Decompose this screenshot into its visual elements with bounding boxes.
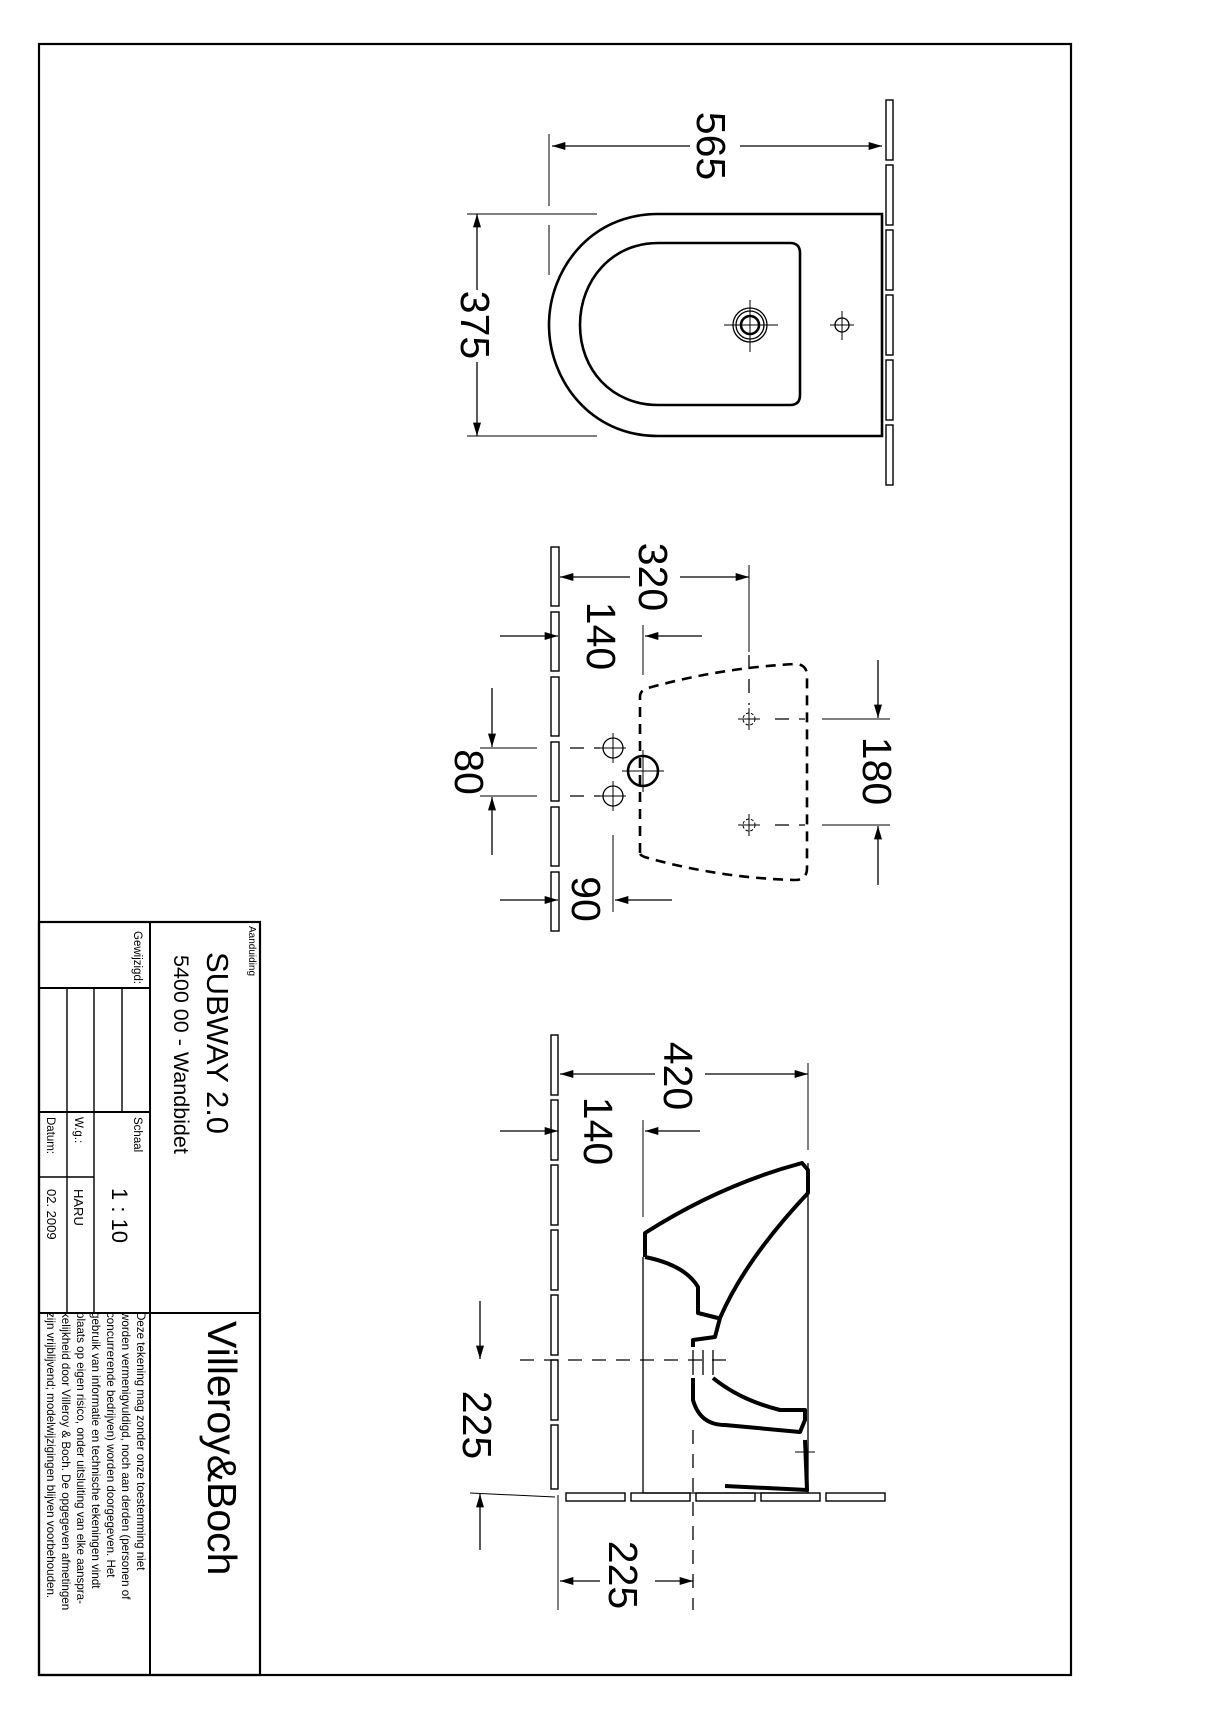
bidet-profile — [643, 1161, 810, 1347]
dimension-bottom-offset: 90 — [563, 876, 609, 922]
drawn-by-label: W.g.: — [72, 1117, 84, 1143]
overflow-hole-icon — [830, 311, 854, 340]
dimension-bolt-spacing: 180 — [854, 737, 900, 805]
side-section-view: 420 140 225 225 — [454, 1034, 886, 1610]
changed-label: Gewijzigd: — [131, 931, 143, 984]
scale-value: 1 : 10 — [107, 1188, 132, 1243]
disclaimer-line: plaats op eigen risico, onder uitsluitin… — [74, 1312, 87, 1604]
dimension-top-length: 565 — [688, 112, 734, 180]
dimension-top-width: 375 — [452, 291, 498, 359]
brand-logo: Villeroy&Boch — [199, 1321, 245, 1576]
disclaimer-line: kelijkheid door Villeroy & Boch. De opge… — [59, 1312, 72, 1610]
disclaimer-line: worden vermenigvuldigd, noch aan derden … — [119, 1311, 132, 1600]
dimension-hole-spacing: 80 — [446, 749, 492, 795]
designation-label: Aanduiding — [246, 926, 257, 976]
drawing-frame — [37, 42, 1073, 1677]
drawn-by-value: HARU — [71, 1189, 86, 1226]
wall-strip — [550, 1034, 559, 1490]
fixing-hole-icon — [600, 733, 626, 763]
dimension-drain-distance: 225 — [600, 1541, 646, 1609]
wall-strip — [885, 99, 894, 486]
drain-hole-icon — [622, 750, 664, 792]
bidet-outer-outline — [547, 212, 884, 438]
floor-strip — [565, 1492, 886, 1502]
tap-hole-icon — [724, 300, 778, 352]
title-block: Aanduiding SUBWAY 2.0 5400 00 - Wandbide… — [37, 920, 262, 1677]
disclaimer-line: Deze tekening mag zonder onze toestemmin… — [134, 1312, 147, 1571]
wall-view: 320 140 80 180 90 — [446, 543, 900, 932]
crosshair-icon — [795, 1442, 815, 1462]
dimension-side-offset: 140 — [575, 1097, 621, 1165]
dimension-side-height: 225 — [454, 1391, 500, 1459]
disclaimer-line: zijn vrijblijvend; modelwijzigingen blij… — [44, 1312, 57, 1598]
bidet-footprint-outline — [638, 662, 809, 882]
scale-label: Schaal — [131, 1117, 143, 1152]
product-name: SUBWAY 2.0 — [200, 952, 235, 1134]
dimension-side-length: 420 — [655, 1042, 701, 1110]
bidet-bowl-outline — [578, 241, 802, 407]
date-label: Datum: — [44, 1117, 56, 1154]
bolt-hole-icon — [738, 708, 760, 730]
bolt-hole-icon — [738, 814, 760, 836]
disclaimer-text: Deze tekening mag zonder onze toestemmin… — [44, 1311, 147, 1610]
top-view: 565 375 — [452, 99, 894, 486]
date-value: 02. 2009 — [44, 1189, 59, 1240]
fixing-hole-icon — [600, 781, 626, 811]
disclaimer-line: concurrerende bedrijven) worden doorgege… — [104, 1312, 117, 1578]
dimension-front-offset: 140 — [578, 602, 624, 670]
disclaimer-line: gebruik van informatie en technische tek… — [89, 1312, 102, 1589]
dimension-front-depth: 320 — [630, 543, 676, 611]
wall-strip — [550, 546, 560, 932]
product-code: 5400 00 - Wandbidet — [169, 955, 193, 1154]
